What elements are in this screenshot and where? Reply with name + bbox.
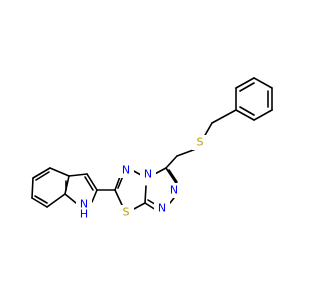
atom-s-ring: S: [118, 205, 134, 220]
bond: [35, 171, 50, 181]
atom-n4: N: [118, 163, 134, 178]
bond: [86, 173, 98, 191]
atom-s-thioether: S: [192, 135, 208, 150]
bond: [32, 167, 51, 179]
atom-n2: N: [154, 201, 170, 216]
atom-n2-label: N: [158, 202, 166, 215]
bond: [203, 122, 213, 138]
bond: [253, 77, 273, 89]
atom-n1: N: [166, 183, 182, 198]
bond: [31, 177, 34, 199]
bond: [168, 169, 178, 183]
bond-layer: [31, 77, 273, 211]
bond: [49, 167, 70, 177]
atom-nh-n-label: N: [80, 198, 88, 211]
atom-n3: N: [140, 167, 156, 182]
bond: [165, 167, 177, 184]
atom-nh-h-label: H: [80, 208, 88, 221]
bond: [31, 197, 48, 208]
atom-n3-label: N: [144, 168, 152, 181]
bond: [239, 82, 255, 92]
bond: [64, 175, 70, 195]
atom-nh: N H: [76, 198, 92, 221]
bond: [131, 202, 146, 211]
bond: [253, 109, 273, 121]
bond: [144, 185, 147, 204]
bond: [211, 109, 237, 124]
bond: [84, 176, 94, 191]
atom-s-ring-label: S: [123, 206, 130, 219]
bond: [235, 77, 255, 89]
bond: [235, 109, 255, 121]
atom-label-layer: N N N N S S N: [76, 135, 208, 221]
bond: [176, 148, 197, 157]
bond: [34, 195, 48, 204]
bond: [64, 193, 77, 204]
bond: [239, 106, 255, 116]
bond: [46, 193, 66, 208]
atom-s-thioether-label: S: [197, 136, 204, 149]
molecule-structure: N N N N S S N: [31, 77, 273, 221]
atom-n1-label: N: [170, 184, 178, 197]
molecule-canvas: N N N N S S N: [31, 77, 273, 221]
bond: [91, 189, 98, 203]
bond: [114, 189, 123, 206]
bond: [165, 155, 178, 169]
bond: [68, 173, 88, 177]
atom-n4-label: N: [122, 164, 130, 177]
